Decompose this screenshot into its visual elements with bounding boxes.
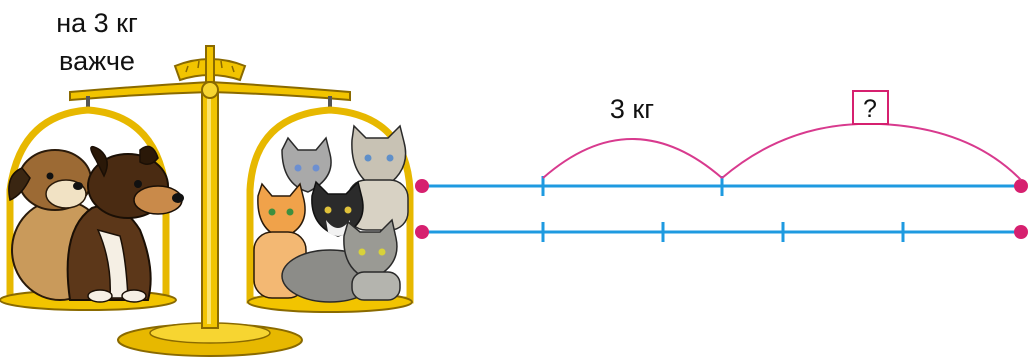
segment-diagram: 3 кг ? — [415, 91, 1028, 242]
arc-unknown — [722, 124, 1021, 180]
unknown-label: ? — [863, 95, 877, 123]
segment-label: 3 кг — [610, 94, 654, 124]
dogs-icon — [9, 146, 184, 302]
arc-known — [543, 139, 722, 178]
bottom-line-start-point — [415, 225, 429, 239]
top-line-end-point — [1014, 179, 1028, 193]
top-line-start-point — [415, 179, 429, 193]
cats-icon — [254, 126, 408, 302]
bottom-line-end-point — [1014, 225, 1028, 239]
